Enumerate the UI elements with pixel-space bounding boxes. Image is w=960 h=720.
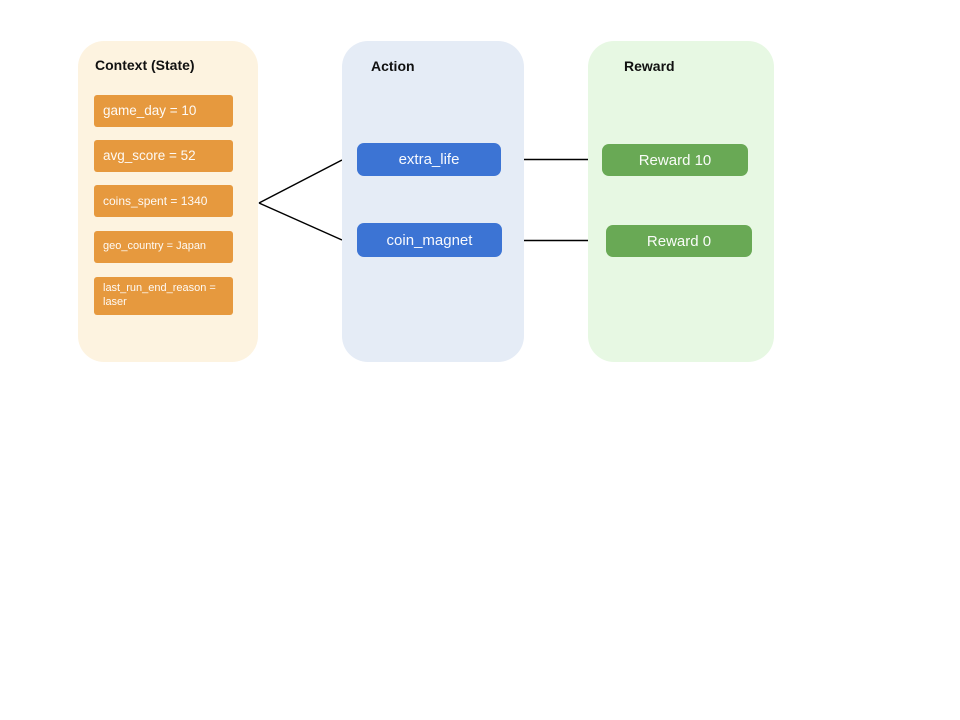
action-panel-title: Action bbox=[371, 58, 415, 74]
context-item-coins-spent: coins_spent = 1340 bbox=[94, 185, 233, 217]
context-item-last-run-end-reason: last_run_end_reason = laser bbox=[94, 277, 233, 315]
action-panel: Action extra_life coin_magnet bbox=[342, 41, 524, 362]
reward-panel-title: Reward bbox=[624, 58, 675, 74]
reward-node-reward-0: Reward 0 bbox=[606, 225, 752, 257]
action-node-coin-magnet: coin_magnet bbox=[357, 223, 502, 257]
connector-context-to-extra-life bbox=[258, 159, 343, 204]
context-panel: Context (State) game_day = 10 avg_score … bbox=[78, 41, 258, 362]
connector-context-to-coin-magnet bbox=[258, 202, 343, 241]
context-panel-title: Context (State) bbox=[95, 57, 195, 73]
reward-panel: Reward Reward 10 Reward 0 bbox=[588, 41, 774, 362]
context-item-avg-score: avg_score = 52 bbox=[94, 140, 233, 172]
action-node-extra-life: extra_life bbox=[357, 143, 501, 176]
context-item-geo-country: geo_country = Japan bbox=[94, 231, 233, 263]
reward-node-reward-10: Reward 10 bbox=[602, 144, 748, 176]
context-item-game-day: game_day = 10 bbox=[94, 95, 233, 127]
